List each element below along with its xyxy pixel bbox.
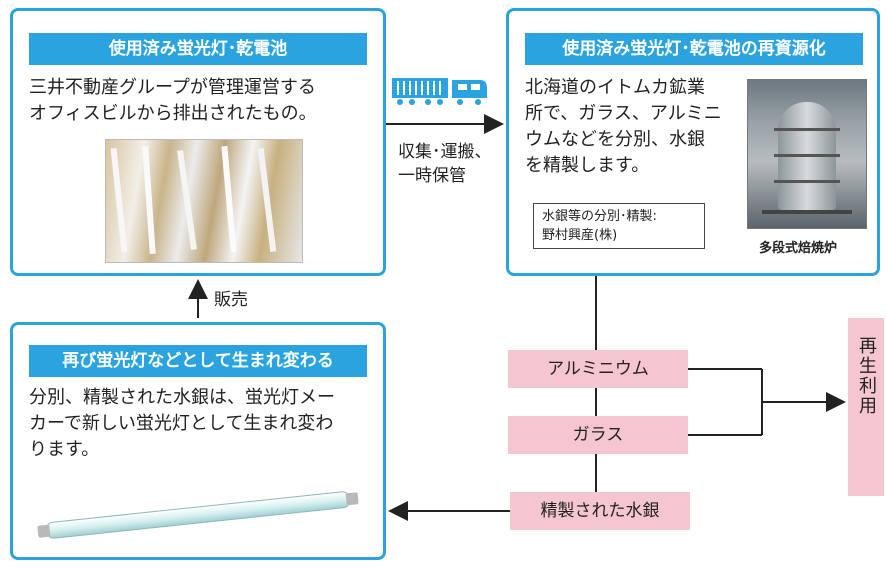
sale-label: 販売	[214, 290, 248, 310]
used-items-box: 使用済み蛍光灯･乾電池 三井不動産グループが管理運営する オフィスビルから排出さ…	[10, 8, 386, 276]
fluorescent-tubes-photo	[105, 139, 303, 263]
material-aluminium: アルミニウム	[508, 350, 688, 388]
furnace-caption: 多段式焙焼炉	[759, 241, 838, 256]
processor-note: 水銀等の分別･精製: 野村興産(株)	[533, 203, 705, 249]
train-icon	[392, 78, 487, 105]
reborn-title: 再び蛍光灯などとして生まれ変わる	[29, 345, 367, 377]
recycling-box: 使用済み蛍光灯･乾電池の再資源化 北海道のイトムカ鉱業 所で、ガラス、アルミニ …	[506, 8, 880, 276]
recycling-text: 北海道のイトムカ鉱業 所で、ガラス、アルミニ ウムなどを分別、水銀 を精製します…	[525, 77, 722, 176]
fluorescent-tube-image	[37, 491, 359, 539]
reborn-text: 分別、精製された水銀は、蛍光灯メー カーで新しい蛍光灯として生まれ変わ ります。	[29, 387, 335, 460]
used-items-text: 三井不動産グループが管理運営する オフィスビルから排出されたもの。	[29, 77, 317, 124]
reuse-box: 再生利用	[848, 318, 884, 496]
roasting-furnace-photo	[747, 79, 867, 229]
recycling-title: 使用済み蛍光灯･乾電池の再資源化	[525, 33, 863, 65]
reborn-box: 再び蛍光灯などとして生まれ変わる 分別、精製された水銀は、蛍光灯メー カーで新し…	[10, 322, 386, 560]
used-items-title: 使用済み蛍光灯･乾電池	[29, 33, 367, 65]
material-mercury: 精製された水銀	[510, 492, 690, 530]
material-glass: ガラス	[508, 416, 688, 454]
transport-label: 収集･運搬、 一時保管	[398, 142, 492, 186]
